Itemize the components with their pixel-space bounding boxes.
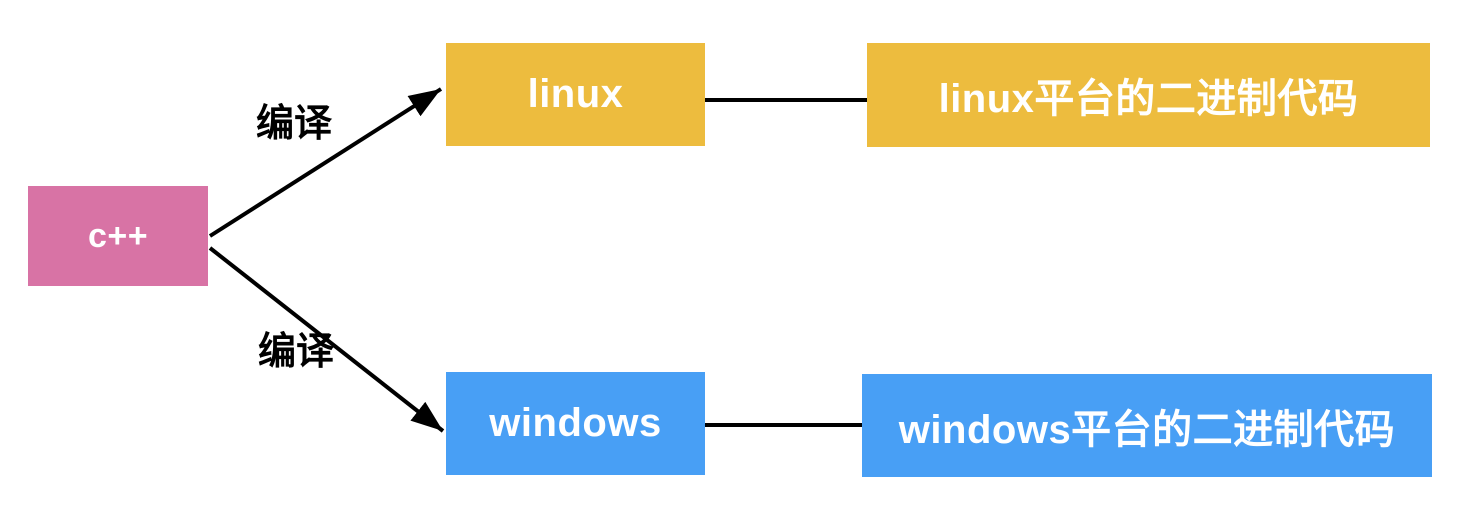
edge-label-compile-top: 编译 bbox=[256, 103, 333, 145]
node-linux: linux bbox=[446, 43, 705, 146]
node-cpp: c++ bbox=[28, 186, 208, 286]
edge-label-compile-bottom: 编译 bbox=[258, 331, 335, 373]
node-windows-binary: windows平台的二进制代码 bbox=[862, 374, 1432, 477]
node-linux-binary: linux平台的二进制代码 bbox=[867, 43, 1430, 147]
node-windows: windows bbox=[446, 372, 705, 475]
